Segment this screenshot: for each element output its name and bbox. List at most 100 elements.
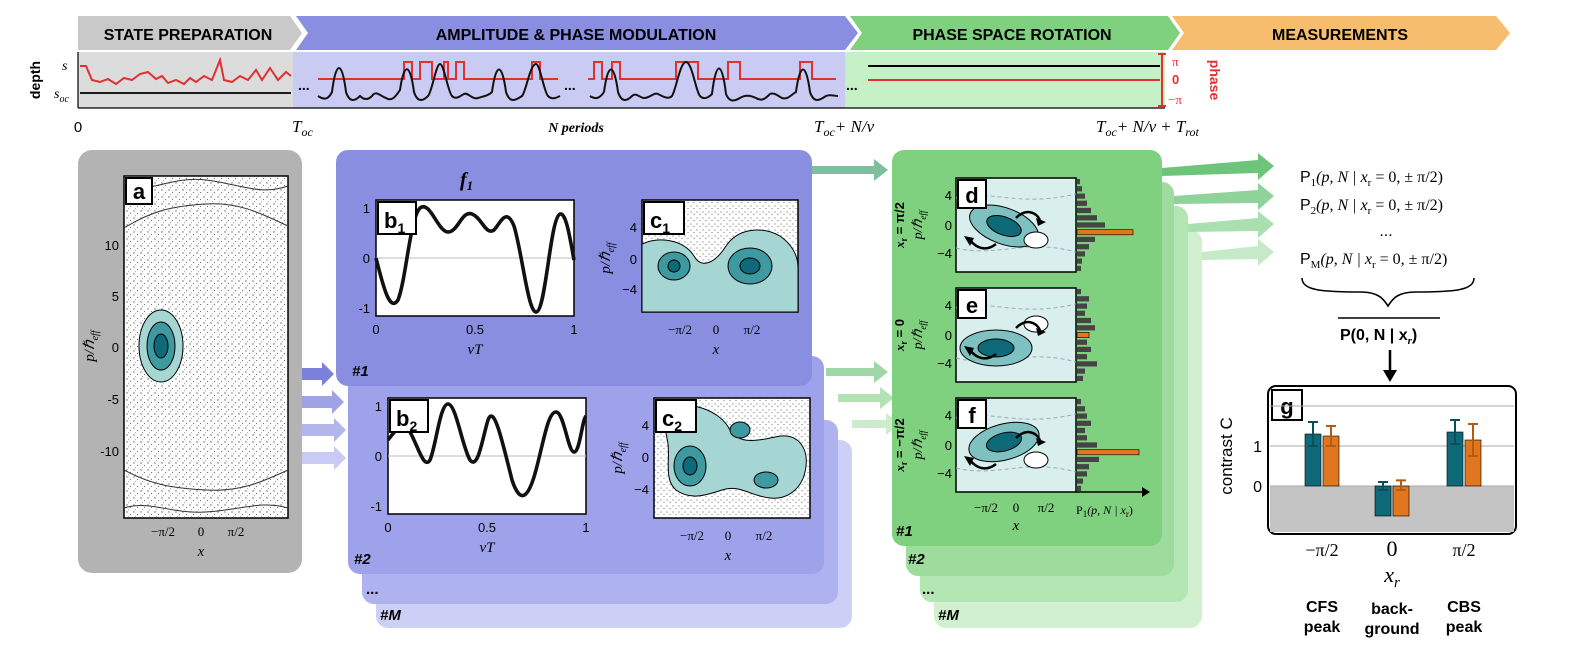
hist-bar-d-6 (1077, 222, 1105, 228)
f-ytick-1: 0 (945, 438, 952, 453)
hist-bar-e-11 (1077, 368, 1085, 374)
f-xr-label: xr = −π/2 (892, 418, 909, 472)
b1-ytick-1: 1 (363, 201, 370, 216)
b2-xtick-05: 0.5 (478, 520, 496, 535)
meas-average: P(0, N | xr) (1340, 327, 1417, 347)
hist-bar-e-3 (1077, 310, 1085, 316)
b1-xaxis-label: νT (468, 342, 485, 358)
hist-bar-e-6 (1076, 332, 1090, 338)
s-label: s (62, 59, 68, 74)
hist-bar-d-12 (1077, 265, 1081, 271)
a-ytick-m10: -10 (100, 444, 119, 459)
panel-b1-label: b1 (384, 208, 405, 236)
hist-bar-e-1 (1077, 296, 1089, 302)
b2-ytick-1: 1 (375, 399, 382, 414)
c1-xtick-mpi2: −π/2 (668, 322, 692, 337)
c2-yaxis-label: p/ℏeff (610, 441, 629, 474)
a-xaxis-label: x (197, 544, 205, 560)
panel-b1: b1 1 0 -1 0 0.5 1 νT (358, 199, 578, 358)
b2-xtick-0: 0 (384, 520, 391, 535)
def-xtick-0: 0 (1013, 500, 1020, 515)
a-ytick-10: 10 (105, 238, 119, 253)
hist-bar-e-8 (1077, 346, 1091, 352)
b1-ytick-m1: -1 (358, 301, 370, 316)
b1-ytick-0: 0 (363, 251, 370, 266)
rot-run-1: #1 (896, 523, 913, 540)
rot-run-2: #2 (908, 551, 925, 568)
arrows-a-to-mod (302, 362, 346, 470)
hist-bar-e-0 (1077, 289, 1081, 295)
mod-run-2: #2 (354, 551, 371, 568)
panel-c1-label: c1 (650, 208, 670, 236)
hist-bar-d-5 (1077, 215, 1097, 221)
banner-measurements-label: MEASUREMENTS (1272, 27, 1408, 44)
d-yaxis-label: p/ℏeff (911, 209, 928, 240)
f1-title: f1 (460, 169, 473, 193)
hist-bar-e-4 (1077, 317, 1091, 324)
phase-banner: STATE PREPARATION AMPLITUDE & PHASE MODU… (78, 16, 1510, 50)
g-xaxis-label: xr (1383, 562, 1400, 591)
meas-p1: P1(p, N | xr = 0, ± π/2) (1300, 169, 1443, 189)
b2-ytick-0: 0 (375, 449, 382, 464)
g-cat-cfs-2: peak (1304, 619, 1341, 636)
c2-xtick-0: 0 (725, 528, 732, 543)
c2-xaxis-label: x (724, 548, 732, 564)
hist-bar-f-10 (1077, 471, 1087, 477)
g-cat-bg-2: ground (1364, 621, 1419, 638)
hist-bar-d-3 (1077, 200, 1087, 206)
g-cat-cbs-2: peak (1446, 619, 1483, 636)
brace (1301, 277, 1475, 308)
c2-ytick-4: 4 (642, 418, 649, 433)
g-errorbar (1450, 419, 1460, 445)
hist-bar-f-0 (1077, 399, 1081, 405)
e-ytick-0: 4 (945, 298, 952, 313)
hist-bar-f-2 (1077, 413, 1087, 419)
time-trot: Toc+ N/ν+ Trot (1096, 117, 1200, 139)
hist-bar-f-7 (1076, 449, 1140, 456)
c1-xtick-0: 0 (713, 322, 720, 337)
def-xaxis-label: x (1012, 518, 1020, 534)
hist-bar-f-3 (1077, 420, 1091, 426)
d-ytick-2: −4 (937, 246, 952, 261)
a-ytick-5: 5 (112, 289, 119, 304)
b2-xaxis-label: νT (480, 540, 497, 556)
g-ytick: 1 (1253, 439, 1262, 456)
panel-c2: c2 4 0 −4 p/ℏeff −π/2 0 π/2 x (610, 397, 811, 564)
c2-ytick-0: 0 (642, 450, 649, 465)
hist-bar-e-10 (1077, 361, 1097, 367)
g-ytick: 0 (1253, 479, 1262, 496)
hist-bar-e-9 (1077, 354, 1087, 360)
c2-ytick-m4: −4 (634, 482, 649, 497)
c2-xtick-mpi2: −π/2 (680, 528, 704, 543)
hist-bar-f-4 (1077, 427, 1085, 434)
panel-f-label: f (968, 403, 976, 428)
c1-xtick-pi2: π/2 (744, 322, 761, 337)
hist-bar-d-8 (1077, 236, 1095, 242)
meas-ellipsis: ... (1379, 223, 1392, 240)
time-zero: 0 (74, 119, 82, 136)
panel-d-label: d (965, 183, 978, 208)
a-xtick-0: 0 (198, 524, 205, 539)
e-xr-label: xr = 0 (892, 319, 909, 352)
meas-pm: PM(p, N | xr = 0, ± π/2) (1300, 251, 1447, 271)
p1-axis-label: P1(p, N | xr) (1076, 503, 1133, 519)
banner-amplitude-phase (296, 16, 858, 50)
hist-bar-d-1 (1077, 186, 1082, 192)
g-cat-bg-1: back- (1371, 601, 1413, 618)
hist-bar-d-9 (1077, 244, 1089, 250)
f-yaxis-label: p/ℏeff (911, 429, 928, 460)
g-errorbar (1378, 481, 1388, 491)
arrows-rot-to-meas (1162, 153, 1274, 266)
g-cat-cfs-1: CFS (1306, 599, 1338, 616)
phase-axis-label: phase (1207, 60, 1223, 101)
d-ytick-0: 4 (945, 188, 952, 203)
g-errorbar (1308, 421, 1318, 447)
banner-rotation (850, 16, 1180, 50)
d-xr-label: xr = π/2 (892, 202, 909, 249)
hist-bar-f-1 (1077, 406, 1085, 412)
rot-dots: ... (922, 581, 935, 598)
